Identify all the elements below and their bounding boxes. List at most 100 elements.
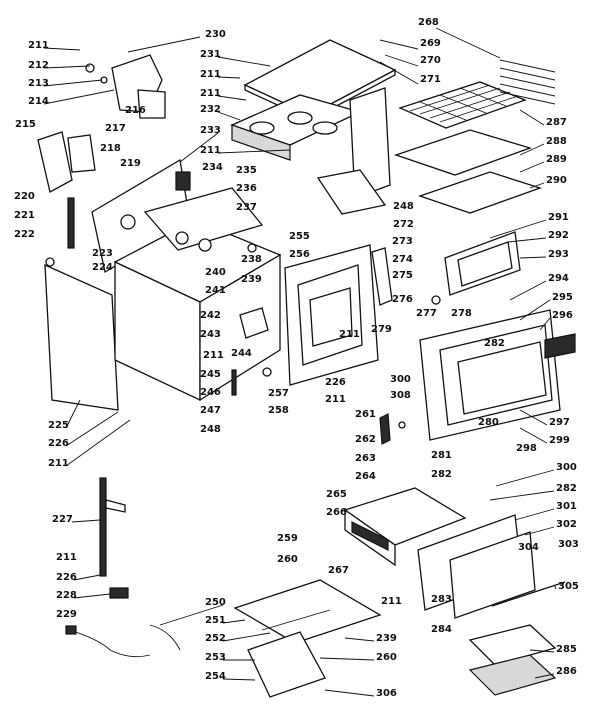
- part-label-265: 265: [326, 489, 347, 500]
- part-label-296: 296: [552, 310, 573, 321]
- part-label-266: 266: [326, 507, 347, 518]
- part-label-278: 278: [451, 308, 472, 319]
- surface-burner-grate: [468, 624, 557, 696]
- part-label-280: 280: [478, 417, 499, 428]
- part-label-287: 287: [546, 117, 567, 128]
- part-label-294: 294: [548, 273, 569, 284]
- part-label-211: 211: [339, 329, 360, 340]
- part-label-276: 276: [392, 294, 413, 305]
- part-label-300: 300: [390, 374, 411, 385]
- part-label-211: 211: [381, 596, 402, 607]
- part-label-254: 254: [205, 671, 226, 682]
- part-label-283: 283: [431, 594, 452, 605]
- door-gasket: [371, 247, 441, 306]
- part-label-211: 211: [200, 88, 221, 99]
- part-label-260: 260: [277, 554, 298, 565]
- part-label-213: 213: [28, 78, 49, 89]
- part-label-279: 279: [371, 324, 392, 335]
- part-label-297: 297: [549, 417, 570, 428]
- part-label-248: 248: [393, 201, 414, 212]
- part-label-282: 282: [484, 338, 505, 349]
- part-label-295: 295: [552, 292, 573, 303]
- part-label-262: 262: [355, 434, 376, 445]
- part-label-274: 274: [392, 254, 413, 265]
- part-label-288: 288: [546, 136, 567, 147]
- left-side-panel: [44, 263, 119, 411]
- part-label-221: 221: [14, 210, 35, 221]
- part-label-225: 225: [48, 420, 69, 431]
- part-label-251: 251: [205, 615, 226, 626]
- part-label-227: 227: [52, 514, 73, 525]
- leader-lines: [43, 27, 557, 697]
- part-label-275: 275: [392, 270, 413, 281]
- part-label-224: 224: [92, 262, 113, 273]
- part-label-272: 272: [393, 219, 414, 230]
- part-label-234: 234: [202, 162, 223, 173]
- part-label-255: 255: [289, 231, 310, 242]
- part-label-260: 260: [376, 652, 397, 663]
- part-label-281: 281: [431, 450, 452, 461]
- side-rod: [45, 197, 75, 267]
- part-label-286: 286: [556, 666, 577, 677]
- part-label-228: 228: [56, 590, 77, 601]
- part-label-211: 211: [48, 458, 69, 469]
- part-label-302: 302: [556, 519, 577, 530]
- part-label-304: 304: [518, 542, 539, 553]
- part-label-289: 289: [546, 154, 567, 165]
- part-label-306: 306: [376, 688, 397, 699]
- part-label-264: 264: [355, 471, 376, 482]
- hinge-hardware: [231, 307, 272, 396]
- part-label-220: 220: [14, 191, 35, 202]
- part-label-256: 256: [289, 249, 310, 260]
- part-label-298: 298: [516, 443, 537, 454]
- part-label-261: 261: [355, 409, 376, 420]
- broiler-pan: [393, 129, 543, 214]
- part-label-300: 300: [556, 462, 577, 473]
- part-label-211: 211: [56, 552, 77, 563]
- part-label-267: 267: [328, 565, 349, 576]
- part-label-216: 216: [125, 105, 146, 116]
- part-label-305: 305: [558, 581, 579, 592]
- front-frame-bar: [99, 477, 126, 577]
- part-label-229: 229: [56, 609, 77, 620]
- oven-rack: [398, 81, 527, 129]
- part-label-308: 308: [390, 390, 411, 401]
- part-label-218: 218: [100, 143, 121, 154]
- part-label-219: 219: [120, 158, 141, 169]
- part-label-246: 246: [200, 387, 221, 398]
- part-label-250: 250: [205, 597, 226, 608]
- part-label-243: 243: [200, 329, 221, 340]
- part-label-290: 290: [546, 175, 567, 186]
- door-window-assembly: [444, 231, 521, 296]
- drawer-front-panel: [417, 514, 536, 619]
- part-label-282: 282: [556, 483, 577, 494]
- part-label-242: 242: [200, 310, 221, 321]
- part-label-223: 223: [92, 248, 113, 259]
- part-label-235: 235: [236, 165, 257, 176]
- part-label-268: 268: [418, 17, 439, 28]
- part-label-239: 239: [241, 274, 262, 285]
- part-label-270: 270: [420, 55, 441, 66]
- part-label-240: 240: [205, 267, 226, 278]
- part-label-252: 252: [205, 633, 226, 644]
- part-label-238: 238: [241, 254, 262, 265]
- part-label-245: 245: [200, 369, 221, 380]
- part-label-230: 230: [205, 29, 226, 40]
- oven-cavity: [113, 187, 282, 402]
- drawer-rod: [491, 581, 566, 607]
- part-label-285: 285: [556, 644, 577, 655]
- oven-back-wall: [91, 158, 191, 274]
- part-label-212: 212: [28, 60, 49, 71]
- part-label-211: 211: [200, 69, 221, 80]
- part-label-231: 231: [200, 49, 221, 60]
- rear-flue-assembly: [316, 87, 391, 215]
- part-label-258: 258: [268, 405, 289, 416]
- part-label-273: 273: [392, 236, 413, 247]
- part-label-303: 303: [558, 539, 579, 550]
- door-hinge: [379, 413, 406, 445]
- part-label-299: 299: [549, 435, 570, 446]
- part-label-232: 232: [200, 104, 221, 115]
- part-label-211: 211: [200, 145, 221, 156]
